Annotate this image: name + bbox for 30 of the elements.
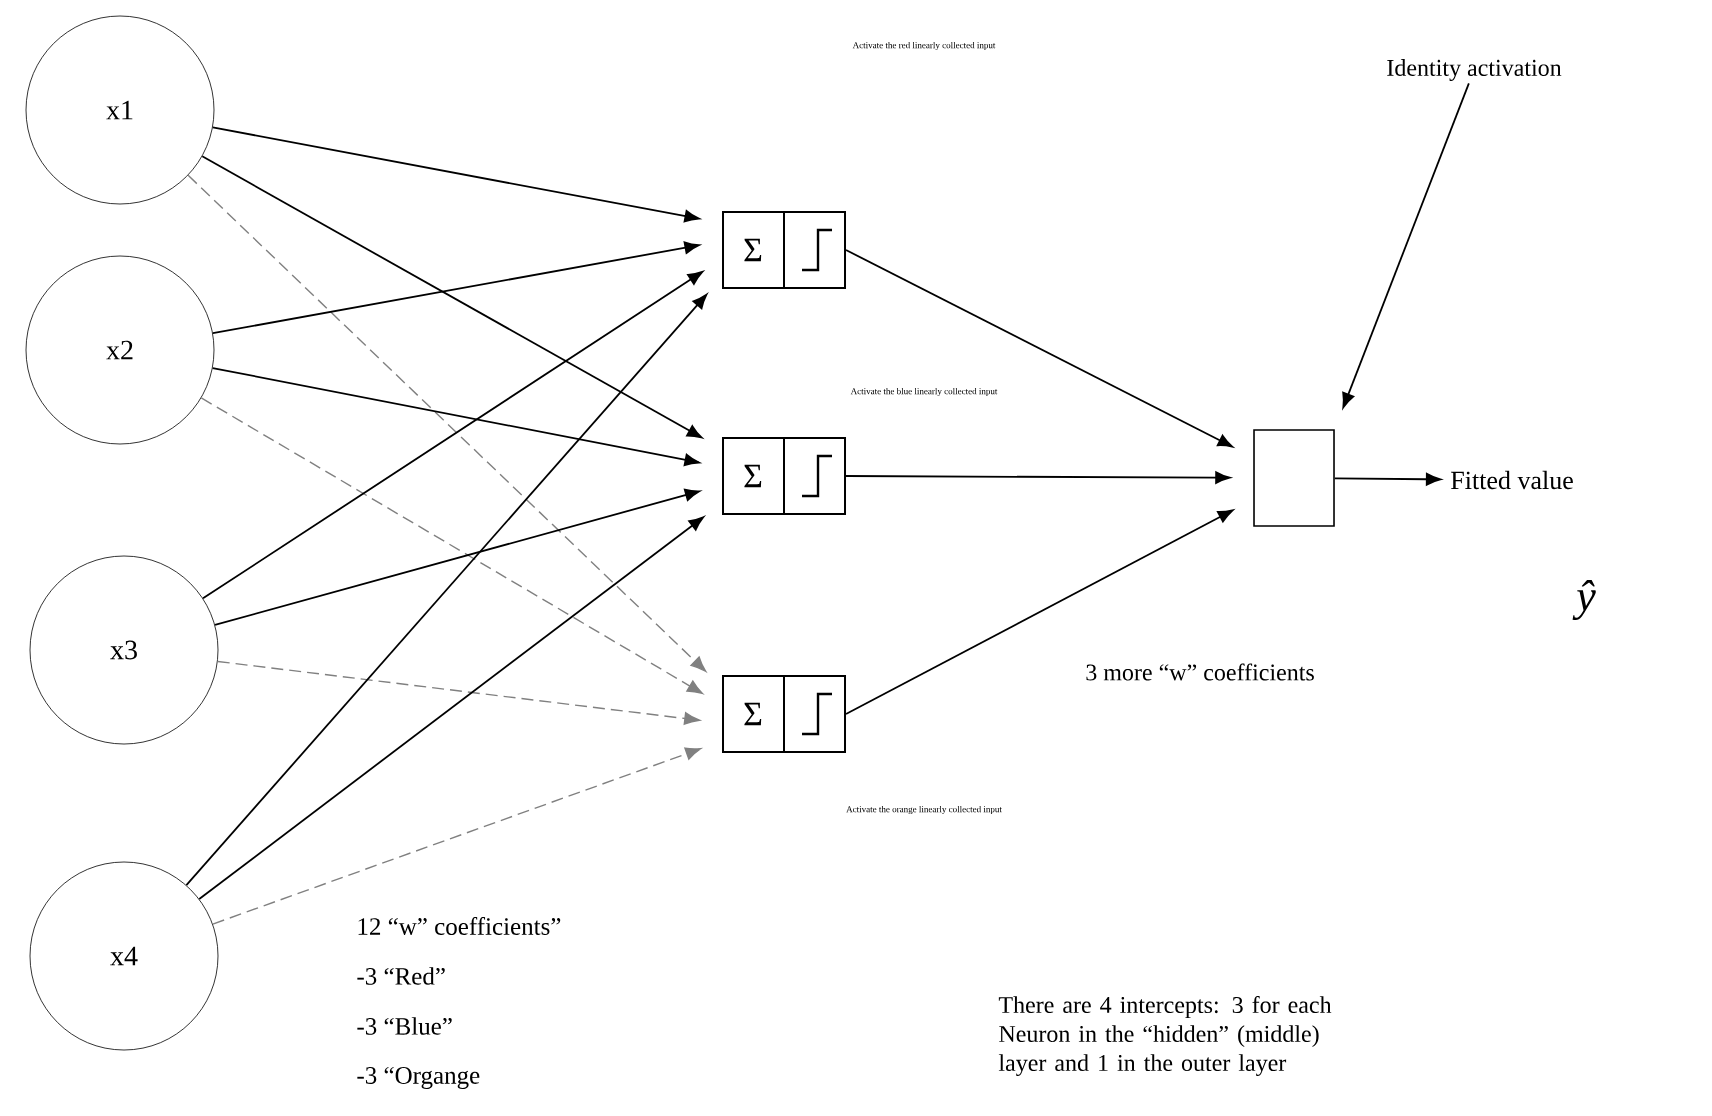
arrow: [217, 660, 701, 725]
arrow: [187, 174, 707, 672]
note-text: 3 more “w” coefficients: [1086, 663, 1314, 681]
note-paragraph: There are 4 intercepts: 3 for each Neuron in the “hidden” (middle) layer and 1 in the outer layer: [998, 995, 1332, 1077]
arrow: [202, 271, 704, 600]
arrow: [1342, 82, 1470, 409]
arrow: [185, 293, 708, 887]
list-text: -3 “Organge: [357, 1067, 480, 1090]
arrow: [845, 249, 1234, 448]
arrow: [198, 516, 705, 900]
arrow: [211, 367, 700, 467]
list-text: -3 “Red”: [357, 967, 445, 985]
neuron-box: Σ: [722, 675, 846, 753]
neuron-box: Σ: [722, 211, 846, 289]
arrow: [1333, 472, 1442, 486]
arrow: [212, 241, 700, 335]
arrow: [211, 126, 700, 223]
arrow: [212, 747, 702, 925]
output-box: [1253, 429, 1335, 527]
annotation-text: Identity activation: [1387, 59, 1562, 81]
math-symbol: ŷ: [1572, 579, 1596, 621]
arrow: [201, 155, 703, 439]
list-text: 12 “w” coefficients”: [358, 917, 561, 935]
list-text: -3 “Blue”: [357, 1017, 452, 1035]
arrow: [845, 471, 1231, 484]
arrow: [200, 397, 704, 695]
arrow: [845, 509, 1234, 715]
fitted-value-text: Fitted value: [1451, 470, 1573, 490]
arrow: [214, 488, 701, 626]
neuron-box: Σ: [722, 437, 846, 515]
